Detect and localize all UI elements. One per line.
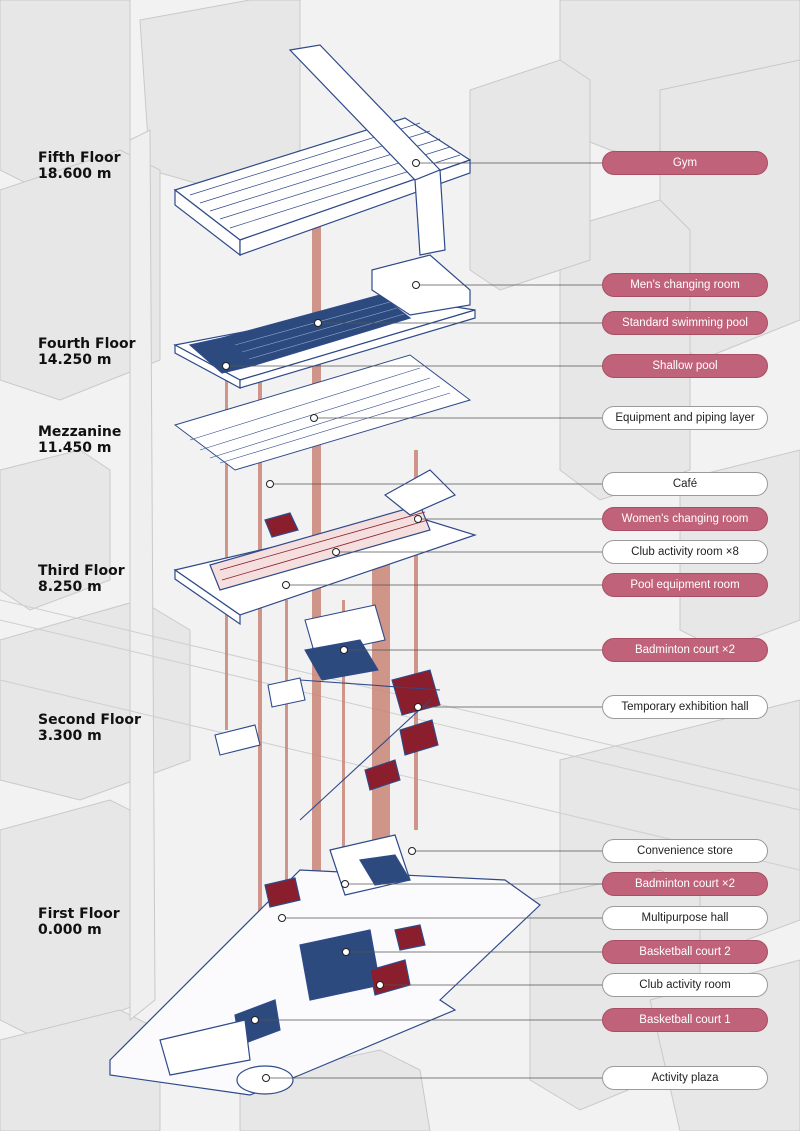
label-activity-plaza: Activity plaza	[602, 1066, 768, 1090]
label-shallow-pool: Shallow pool	[602, 354, 768, 378]
floor-label-fifth: Fifth Floor 18.600 m	[38, 150, 121, 182]
floor-name: Third Floor	[38, 563, 125, 579]
floor-elevation: 3.300 m	[38, 728, 102, 744]
floor-label-second: Second Floor 3.300 m	[38, 712, 141, 744]
floor-elevation: 0.000 m	[38, 922, 102, 938]
floor-label-mezzanine: Mezzanine 11.450 m	[38, 424, 121, 456]
floor-elevation: 11.450 m	[38, 440, 112, 456]
label-badminton-court-upper: Badminton court ×2	[602, 638, 768, 662]
floor-name: Fifth Floor	[38, 150, 121, 166]
floor-elevation: 8.250 m	[38, 579, 102, 595]
floor-name: First Floor	[38, 906, 120, 922]
label-pool-equipment-room: Pool equipment room	[602, 573, 768, 597]
floor-label-third: Third Floor 8.250 m	[38, 563, 125, 595]
fifth-floor-gym	[173, 44, 472, 257]
label-multipurpose-hall: Multipurpose hall	[602, 906, 768, 930]
label-womens-changing-room: Women's changing room	[602, 507, 768, 531]
floor-elevation: 14.250 m	[38, 352, 112, 368]
label-convenience-store: Convenience store	[602, 839, 768, 863]
mezzanine-piping	[173, 354, 472, 471]
label-basketball-court-1: Basketball court 1	[602, 1008, 768, 1032]
floor-label-first: First Floor 0.000 m	[38, 906, 120, 938]
floor-name: Fourth Floor	[38, 336, 136, 352]
label-club-activity-room: Club activity room	[602, 973, 768, 997]
label-standard-swimming-pool: Standard swimming pool	[602, 311, 768, 335]
leader-dots	[222, 159, 422, 1082]
label-equipment-piping-layer: Equipment and piping layer	[602, 406, 768, 430]
floor-elevation: 18.600 m	[38, 166, 112, 182]
second-floor	[214, 604, 441, 821]
label-cafe: Café	[602, 472, 768, 496]
floor-name: Second Floor	[38, 712, 141, 728]
label-basketball-court-2: Basketball court 2	[602, 940, 768, 964]
floor-label-fourth: Fourth Floor 14.250 m	[38, 336, 136, 368]
fourth-floor-pools	[173, 254, 476, 390]
label-gym: Gym	[602, 151, 768, 175]
first-floor	[109, 834, 541, 1096]
label-mens-changing-room: Men's changing room	[602, 273, 768, 297]
leader-lines	[226, 162, 602, 1079]
floor-name: Mezzanine	[38, 424, 122, 440]
label-temporary-exhibition-hall: Temporary exhibition hall	[602, 695, 768, 719]
label-badminton-court-lower: Badminton court ×2	[602, 872, 768, 896]
third-floor	[173, 469, 477, 626]
label-club-activity-room-x8: Club activity room ×8	[602, 540, 768, 564]
